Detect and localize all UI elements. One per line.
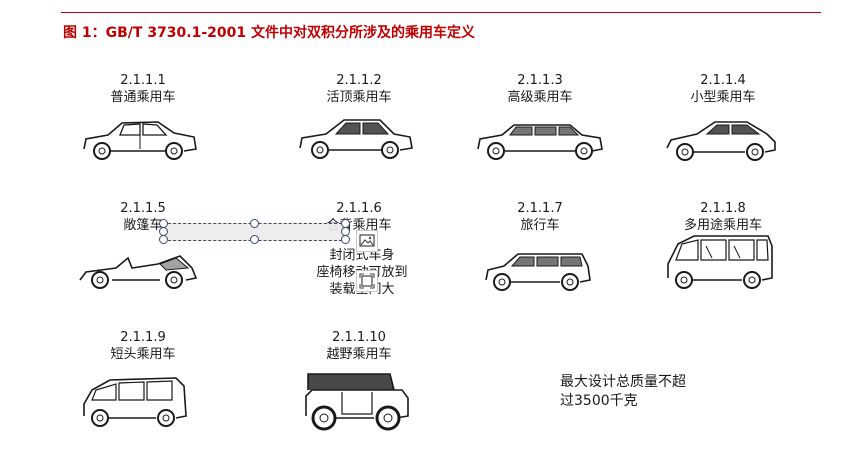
vehicle-cell-5: 2.1.1.5 敞篷车 <box>63 200 223 234</box>
vehicle-name: 短头乘用车 <box>110 347 176 362</box>
vehicle-code: 2.1.1.3 <box>517 73 563 88</box>
vehicle-code: 2.1.1.8 <box>700 201 746 216</box>
vehicle-cell-7: 2.1.1.7 旅行车 <box>460 200 620 234</box>
vehicle-cell-8: 2.1.1.8 多用途乘用车 <box>643 200 803 234</box>
vehicle-name: 旅行车 <box>520 218 560 233</box>
vehicle-cell-4: 2.1.1.4 小型乘用车 <box>643 72 803 106</box>
vehicle-cell-2: 2.1.1.2 活顶乘用车 <box>279 72 439 106</box>
mpv-icon <box>664 232 778 294</box>
vehicle-name: 越野乘用车 <box>326 347 392 362</box>
frame-icon[interactable] <box>356 270 378 292</box>
limousine-icon <box>474 115 606 165</box>
vehicle-code: 2.1.1.10 <box>332 330 386 345</box>
hatchback-icon <box>663 112 781 166</box>
vehicle-name: 敞篷车 <box>123 218 163 233</box>
short-nose-van-icon <box>80 370 190 432</box>
title-rule <box>61 12 821 13</box>
vehicle-name: 普通乘用车 <box>110 90 176 105</box>
vehicle-name: 多用途乘用车 <box>683 218 762 233</box>
image-icon[interactable] <box>356 230 378 252</box>
mass-limit-note: 最大设计总质量不超 过3500千克 <box>560 373 686 411</box>
roadster-icon <box>76 248 200 292</box>
vehicle-code: 2.1.1.7 <box>517 201 563 216</box>
note-line: 封闭式车身 <box>329 248 395 263</box>
figure-title: 图 1：GB/T 3730.1-2001 文件中对双积分所涉及的乘用车定义 <box>63 25 475 41</box>
vehicle-code: 2.1.1.9 <box>120 330 166 345</box>
convertible-top-sedan-icon <box>296 110 416 162</box>
vehicle-cell-1: 2.1.1.1 普通乘用车 <box>63 72 223 106</box>
sedan-car-icon <box>80 113 200 165</box>
vehicle-name: 活顶乘用车 <box>326 90 392 105</box>
station-wagon-icon <box>482 246 594 296</box>
note-line: 最大设计总质量不超 <box>560 374 686 390</box>
vehicle-cell-10: 2.1.1.10 越野乘用车 <box>279 329 439 363</box>
vehicle-name: 高级乘用车 <box>507 90 573 105</box>
vehicle-code: 2.1.1.4 <box>700 73 746 88</box>
vehicle-code: 2.1.1.5 <box>120 201 166 216</box>
vehicle-code: 2.1.1.6 <box>336 201 382 216</box>
vehicle-cell-9: 2.1.1.9 短头乘用车 <box>63 329 223 363</box>
resize-handle-bottom-right[interactable] <box>341 235 350 244</box>
vehicle-code: 2.1.1.1 <box>120 73 166 88</box>
vehicle-code: 2.1.1.2 <box>336 73 382 88</box>
resize-handle-bottom-left[interactable] <box>159 235 168 244</box>
note-line: 过3500千克 <box>560 393 638 409</box>
off-road-vehicle-icon <box>302 366 412 436</box>
resize-handle-top[interactable] <box>250 219 259 228</box>
vehicle-cell-3: 2.1.1.3 高级乘用车 <box>460 72 620 106</box>
vehicle-name: 小型乘用车 <box>690 90 756 105</box>
resize-handle-bottom[interactable] <box>250 235 259 244</box>
